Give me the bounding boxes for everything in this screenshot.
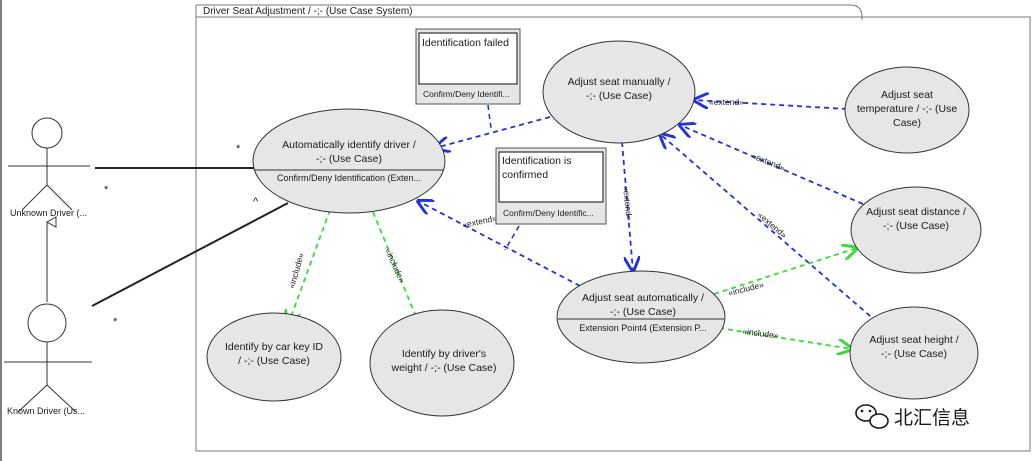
usecase-adjust-seat-automatically[interactable]: Adjust seat automatically / -;- (Use Cas… (556, 270, 726, 364)
usecase-identify-by-weight[interactable]: Identify by driver's weight / -;- (Use C… (369, 309, 515, 417)
usecase-identify-by-car-key[interactable]: Identify by car key ID / -;- (Use Case) (206, 312, 342, 402)
multiplicity-identify-top: * (236, 143, 241, 155)
assoc-known-identify[interactable] (91, 202, 289, 307)
include-identify-weight[interactable] (372, 211, 422, 331)
usecase-auto-line1: Adjust seat automatically / (582, 292, 704, 304)
note-confirmed-anchor (504, 225, 520, 251)
extend-temp-manual[interactable] (694, 100, 848, 110)
usecase-height-line1: Adjust seat height / (869, 334, 958, 346)
multiplicity-known: * (113, 316, 118, 328)
wechat-icon (855, 404, 889, 429)
stereo-include-distance: «include» (727, 279, 765, 298)
stereo-include-height: «include» (742, 326, 780, 340)
usecase-auto-identify-line1: Automatically identify driver / (282, 139, 416, 151)
extend-manual-auto[interactable] (621, 141, 633, 271)
stereo-extend-distance: «extend» (750, 151, 786, 173)
usecase-weight-line1: Identify by driver's (402, 348, 486, 360)
include-auto-height[interactable] (718, 327, 852, 349)
stereo-extend-manual-auto: «extend» (621, 185, 635, 221)
usecase-adjust-seat-distance[interactable]: Adjust seat distance / -;- (Use Case) (850, 186, 982, 274)
watermark: 北汇信息 (855, 404, 970, 429)
note-failed-footer: Confirm/Deny Identifi... (423, 89, 509, 99)
usecase-height-line2: -;- (Use Case) (881, 348, 947, 360)
note-failed-anchor (487, 104, 492, 129)
usecase-adjust-seat-height[interactable]: Adjust seat height / -;- (Use Case) (849, 306, 979, 400)
actor-known-label: Known Driver (Us... (7, 406, 85, 416)
actor-unknown-driver[interactable]: Unknown Driver (... (8, 117, 90, 218)
usecase-manual-line2: -;- (Use Case) (586, 90, 652, 102)
note-failed-title: Identification failed (422, 37, 509, 49)
multiplicity-unknown: * (104, 184, 109, 196)
note-confirmed-line1: Identification is (502, 155, 571, 167)
usecase-auto-identify-line2: -;- (Use Case) (316, 153, 382, 165)
note-identification-confirmed[interactable]: Identification is confirmed Confirm/Deny… (495, 147, 607, 225)
usecase-auto-ext: Extension Point4 (Extension P... (579, 323, 706, 333)
extend-auto-identify[interactable] (418, 201, 581, 287)
stereo-extend-auto-identify: «extend» (461, 213, 498, 230)
extend-manual-identify[interactable] (435, 116, 551, 148)
usecase-auto-line2: -;- (Use Case) (610, 306, 676, 318)
stereo-extend-temp: «extend» (709, 97, 744, 107)
usecase-temp-line2: temperature / -;- (Use (857, 103, 958, 115)
usecase-automatically-identify-driver[interactable]: Automatically identify driver / -;- (Use… (252, 108, 446, 214)
extend-distance-manual[interactable] (680, 125, 864, 205)
usecase-adjust-seat-manually[interactable]: Adjust seat manually / -;- (Use Case) (542, 40, 696, 144)
usecase-key-line1: Identify by car key ID (225, 341, 323, 353)
note-identification-failed[interactable]: Identification failed Confirm/Deny Ident… (415, 28, 521, 105)
stereo-include-weight: «include» (383, 247, 407, 285)
usecase-weight-line2: weight / -;- (Use Case) (390, 362, 496, 374)
usecase-adjust-seat-temperature[interactable]: Adjust seat temperature / -;- (Use Case) (844, 66, 970, 154)
usecase-key-line2: / -;- (Use Case) (238, 355, 310, 367)
multiplicity-caret: ^ (253, 196, 259, 208)
extend-height-manual[interactable] (660, 134, 878, 323)
note-confirmed-line2: confirmed (502, 169, 548, 181)
actor-known-driver[interactable]: Known Driver (Us... (4, 303, 92, 416)
system-boundary[interactable]: Driver Seat Adjustment / -;- (Use Case S… (195, 4, 1031, 452)
include-identify-key[interactable] (288, 209, 331, 325)
usecase-manual-line1: Adjust seat manually / (568, 76, 671, 88)
stereo-extend-height: «extend» (756, 210, 789, 240)
actor-unknown-label: Unknown Driver (... (10, 208, 87, 218)
system-title: Driver Seat Adjustment / -;- (Use Case S… (203, 6, 413, 17)
usecase-temp-line1: Adjust seat (881, 89, 933, 101)
usecase-auto-identify-ext: Confirm/Deny Identification (Exten... (277, 173, 421, 183)
stereo-include-key: «include» (286, 252, 306, 290)
include-auto-distance[interactable] (713, 248, 857, 295)
usecase-distance-line2: -;- (Use Case) (883, 220, 949, 232)
usecase-distance-line1: Adjust seat distance / (866, 206, 966, 218)
watermark-text: 北汇信息 (894, 407, 970, 429)
usecase-temp-line3: Case) (893, 117, 921, 129)
note-confirmed-footer: Confirm/Deny Identific... (503, 208, 594, 218)
